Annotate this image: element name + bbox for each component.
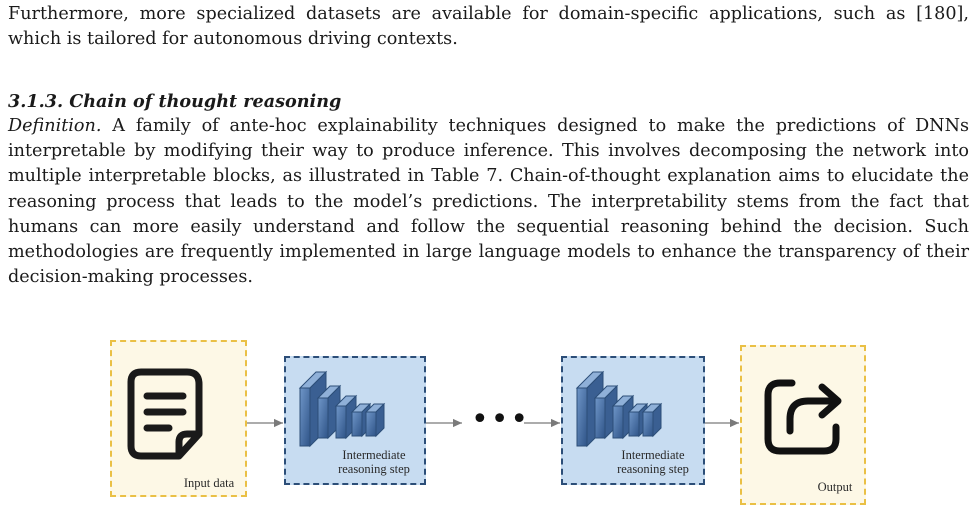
output-box: Output	[740, 345, 866, 505]
output-label: Output	[817, 480, 853, 494]
ellipsis: •••	[471, 402, 531, 437]
chain-of-thought-figure: Input data	[0, 340, 977, 509]
share-arrow-icon	[764, 379, 842, 455]
neural-network-blocks-icon	[575, 370, 663, 448]
reasoning-step-box-1: Intermediate reasoning step	[284, 356, 426, 485]
step2-label-line1: Intermediate	[621, 448, 685, 462]
neural-network-blocks-icon	[298, 370, 386, 448]
document-icon	[127, 368, 203, 460]
step1-label-line1: Intermediate	[342, 448, 406, 462]
reasoning-step-box-2: Intermediate reasoning step	[561, 356, 705, 485]
figure-connectors	[247, 418, 739, 428]
input-label: Input data	[183, 476, 235, 490]
step1-label-line2: reasoning step	[338, 462, 410, 476]
input-box: Input data	[110, 340, 247, 497]
paragraph-definition: Definition. A family of ante-hoc explain…	[8, 114, 969, 290]
step2-label-line2: reasoning step	[617, 462, 689, 476]
paragraph-datasets: Furthermore, more specialized datasets a…	[8, 4, 969, 50]
definition-term: Definition.	[8, 116, 102, 136]
definition-text: A family of ante-hoc explainability tech…	[8, 116, 969, 288]
section-heading: 3.1.3. Chain of thought reasoning	[8, 91, 342, 112]
